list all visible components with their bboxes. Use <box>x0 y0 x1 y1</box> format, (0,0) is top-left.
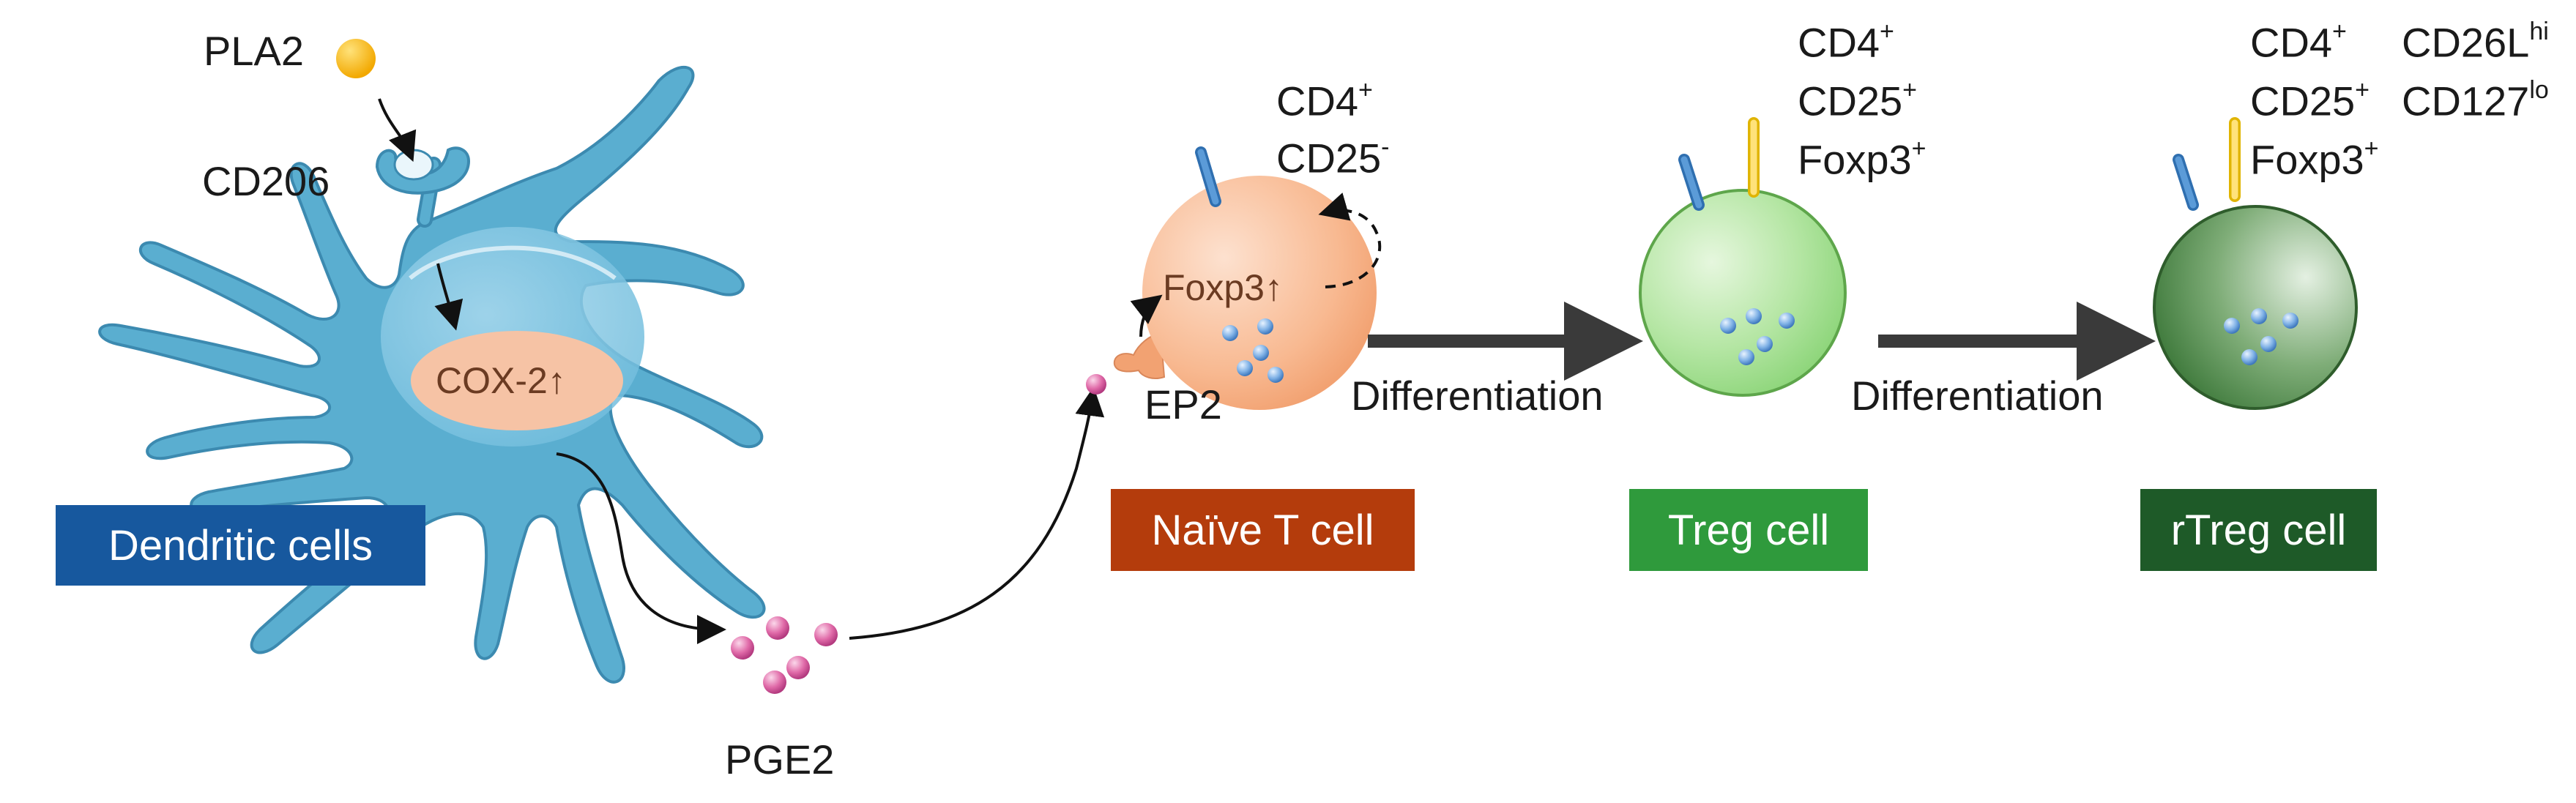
treg-cd4-sup: + <box>1880 18 1894 45</box>
granule <box>1779 313 1795 329</box>
differentiation-label-1: Differentiation <box>1351 373 1604 419</box>
rtreg-cd25-label: CD25+ <box>2250 78 2370 124</box>
treg-cd4-label: CD4+ <box>1798 19 1894 66</box>
naive-foxp3-text: Foxp3 <box>1163 267 1265 308</box>
rtreg-cd26l-text: CD26L <box>2402 19 2530 66</box>
rtreg-cd127-text: CD127 <box>2402 78 2530 124</box>
rtreg-cell-box: rTreg cell <box>2140 489 2377 571</box>
ep2-foxp3-arrow <box>1130 294 1163 337</box>
treg-cd25-text: CD25 <box>1798 78 1903 124</box>
rtreg-cd4-sup: + <box>2332 18 2347 45</box>
cox2-ellipse <box>411 331 623 430</box>
granule <box>1222 325 1238 341</box>
granule <box>2241 349 2257 365</box>
treg-cd4-text: CD4 <box>1798 19 1880 66</box>
naive-cd4-label: CD4+ <box>1276 78 1373 124</box>
pge2-cluster <box>731 616 838 694</box>
granule <box>1746 308 1762 324</box>
naive-cd25-label: CD25- <box>1276 135 1390 182</box>
granule <box>1257 318 1273 335</box>
granule <box>1267 367 1284 383</box>
pge2-dot <box>766 616 789 640</box>
granule <box>1738 349 1754 365</box>
naive-t-cell-box: Naïve T cell <box>1111 489 1415 571</box>
granule <box>1757 336 1773 352</box>
rtreg-cell-body <box>2153 205 2358 410</box>
treg-cell <box>1639 117 1847 397</box>
rtreg-cd26l-sup: hi <box>2529 18 2549 45</box>
naive-cell-body <box>1142 176 1377 410</box>
cd206-label: CD206 <box>202 158 330 204</box>
ep2-receptor <box>1113 332 1166 379</box>
cox2-pge2-arrow <box>556 452 726 644</box>
granule <box>1720 318 1736 334</box>
granule <box>2282 313 2298 329</box>
treg-cd25-label: CD25+ <box>1798 78 1917 124</box>
cox2-up-arrow-icon: ↑ <box>547 360 566 401</box>
rtreg-cell <box>2153 117 2358 410</box>
rtreg-cd4-text: CD4 <box>2250 19 2333 66</box>
ep2-label: EP2 <box>1144 381 1222 427</box>
rtreg-cd25-sup: + <box>2355 76 2370 104</box>
differentiation-label-2: Differentiation <box>1851 373 2104 419</box>
pge2-label: PGE2 <box>725 736 835 783</box>
pla2-arrow <box>378 98 417 163</box>
rtreg-foxp3-sup: + <box>2364 135 2379 163</box>
pge2-dot <box>814 623 838 646</box>
granule <box>2224 318 2240 334</box>
rtreg-cd4-label: CD4+ <box>2250 19 2347 66</box>
foxp3-up-arrow-icon: ↑ <box>1264 267 1283 308</box>
dendritic-cells-box: Dendritic cells <box>56 505 425 586</box>
rtreg-foxp3-text: Foxp3 <box>2250 136 2364 183</box>
naive-t-cell <box>1113 146 1382 410</box>
cd206-cox2-arrow <box>434 263 464 331</box>
naive-cd25-text: CD25 <box>1276 135 1382 182</box>
cox2-label: COX-2↑ <box>436 362 566 399</box>
rtreg-cd127-label: CD127lo <box>2402 78 2549 124</box>
naive-foxp3-label: Foxp3↑ <box>1163 269 1283 306</box>
rtreg-cd26l-label: CD26Lhi <box>2402 19 2549 66</box>
naive-cd4-sup: + <box>1358 76 1373 104</box>
rtreg-foxp3-label: Foxp3+ <box>2250 136 2379 183</box>
pla2-dot <box>336 39 376 78</box>
treg-foxp3-label: Foxp3+ <box>1798 136 1927 183</box>
granule <box>2251 308 2267 324</box>
granule <box>2260 336 2277 352</box>
naive-cd4-text: CD4 <box>1276 78 1359 124</box>
cox2-text: COX-2 <box>436 360 548 401</box>
rtreg-cd25-text: CD25 <box>2250 78 2356 124</box>
pge2-dot <box>786 656 810 679</box>
naive-cd25-sup: - <box>1381 133 1390 161</box>
pge2-dot <box>731 636 754 660</box>
foxp3-feedback-loop <box>1318 193 1382 288</box>
pge2-naive-arrow <box>849 386 1105 640</box>
pge2-ep2-dot <box>1086 374 1106 395</box>
rtreg-cd127-sup: lo <box>2529 76 2549 104</box>
granule <box>1237 360 1253 376</box>
dendritic-cell <box>98 66 766 684</box>
granule <box>1253 345 1269 361</box>
treg-cell-body <box>1639 189 1847 397</box>
treg-cell-box: Treg cell <box>1629 489 1868 571</box>
treg-foxp3-sup: + <box>1911 135 1927 163</box>
pla2-label: PLA2 <box>204 28 304 74</box>
treg-cd25-sup: + <box>1902 76 1918 104</box>
treg-foxp3-text: Foxp3 <box>1798 136 1912 183</box>
pge2-dot <box>763 671 786 694</box>
